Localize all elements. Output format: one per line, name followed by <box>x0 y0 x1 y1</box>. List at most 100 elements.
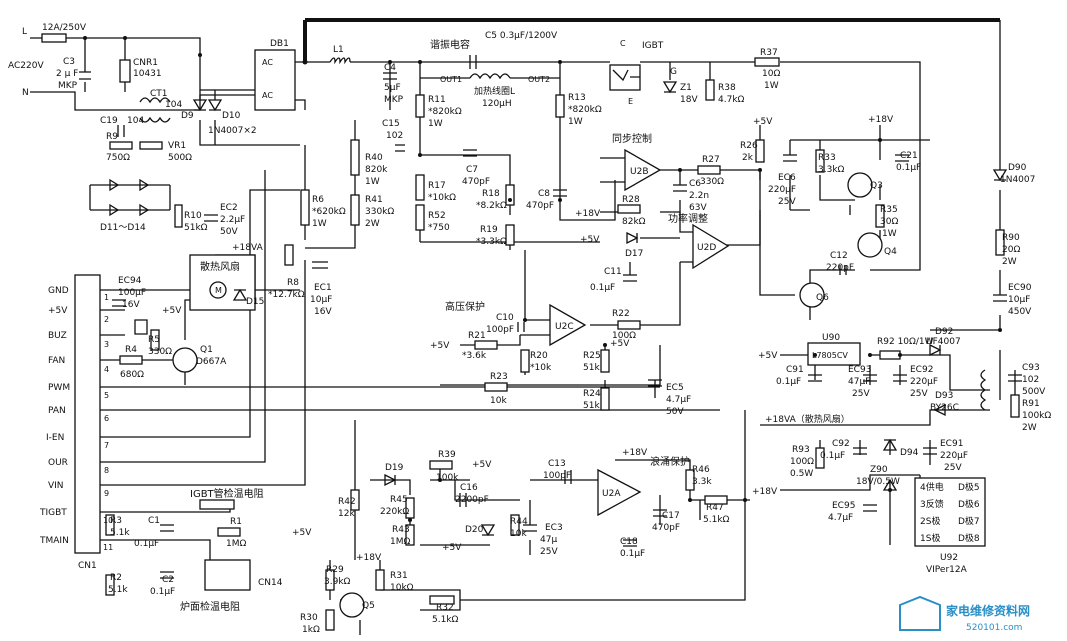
label-r19: R19 <box>480 225 498 235</box>
label-z1-value: 18V <box>680 95 698 105</box>
label-r11-value: *820kΩ <box>428 107 462 117</box>
label-r24: R24 <box>583 389 601 399</box>
resistor-r35 <box>875 204 885 228</box>
resistor-r93 <box>815 447 825 469</box>
diode-d92 <box>929 343 942 357</box>
label-ec90-value: 10μF <box>1008 295 1030 305</box>
watermark-text: 家电维修资料网 <box>946 603 1030 618</box>
transformer-ct1 <box>139 97 171 123</box>
connector-cn1 <box>74 274 101 554</box>
cn1-pin-5v: +5V <box>48 306 68 316</box>
cn1-num-4: 4 <box>104 365 109 374</box>
capacitor-ec3 <box>523 524 537 532</box>
label-r45: R45 <box>390 495 408 505</box>
resistor-r47 <box>704 495 728 505</box>
label-ec1-value: 10μF <box>310 295 332 305</box>
label-r35-power: 1W <box>882 229 897 239</box>
label-ac220v: AC220V <box>8 61 44 71</box>
diode-d90 <box>992 169 1008 182</box>
diode-d11-d14 <box>109 178 150 217</box>
label-d9: D9 <box>181 111 194 121</box>
transistor-q6 <box>799 282 825 308</box>
label-d92: D92 <box>935 327 953 337</box>
label-u92-pin2: 2S极 <box>920 515 940 527</box>
label-c6: C6 <box>689 179 701 189</box>
label-d10: D10 <box>222 111 241 121</box>
label-r23: R23 <box>490 372 508 382</box>
label-c18: C18 <box>620 537 638 547</box>
diode-d19 <box>384 473 397 487</box>
label-r27-value: 330Ω <box>700 177 724 187</box>
capacitor-c5 <box>469 55 477 69</box>
label-z90-value: 18V/0.5W <box>856 477 900 487</box>
capacitor-c17 <box>653 509 667 517</box>
label-u2d: U2D <box>697 243 716 253</box>
resistor-r92 <box>879 350 901 360</box>
label-q6: Q6 <box>816 293 829 303</box>
label-fuse: 12A/250V <box>42 23 87 33</box>
label-r90-value: 20Ω <box>1002 245 1020 255</box>
label-plus5v-f: +5V <box>162 306 182 316</box>
label-fan-rail: +18VA（散热风扇） <box>765 413 850 425</box>
label-ec93: EC93 <box>848 365 871 375</box>
resistor-r46 <box>685 469 695 491</box>
label-ec95-value: 4.7μF <box>828 513 853 523</box>
label-r25-value: 51k <box>583 363 600 373</box>
label-ec92: EC92 <box>910 365 933 375</box>
label-q3: Q3 <box>870 181 883 191</box>
label-r47: R47 <box>706 503 724 513</box>
transistor-q4 <box>857 232 883 258</box>
label-r13: R13 <box>568 93 586 103</box>
capacitor-c11 <box>623 274 637 282</box>
cn1-pin-gnd: GND <box>48 286 69 296</box>
label-r20-value: *10k <box>530 363 552 373</box>
cn1-pin-tmain: TMAIN <box>39 536 69 546</box>
label-r91: R91 <box>1022 399 1040 409</box>
label-r91-value: 100kΩ <box>1022 411 1051 421</box>
label-c13-value: 100pF <box>543 471 571 481</box>
label-c1-value: 0.1μF <box>134 539 159 549</box>
resistor-r43 <box>405 524 415 546</box>
label-r32-value: 5.1kΩ <box>432 615 459 625</box>
label-plus18v-b: +18V <box>868 115 894 125</box>
cn1-num-10: 10 <box>103 516 113 525</box>
label-ec5-value: 4.7μF <box>666 395 691 405</box>
capacitor-c19 <box>117 125 125 137</box>
label-plus5v-g: +5V <box>292 528 312 538</box>
label-c15: C15 <box>382 119 400 129</box>
power-input-labels: L N AC220V 12A/250V C3 2 μ F MKP CNR1 10… <box>8 23 289 237</box>
label-c92-value: 0.1μF <box>820 451 845 461</box>
label-d17: D17 <box>625 249 643 259</box>
label-c21: C21 <box>900 151 918 161</box>
label-ec93-value: 47μF <box>848 377 870 387</box>
label-r41-power: 2W <box>365 219 380 229</box>
label-plus5v-i: +5V <box>442 543 462 553</box>
label-sync-title: 同步控制 <box>612 132 652 145</box>
label-c7: C7 <box>466 165 478 175</box>
resistor-r26 <box>755 139 765 163</box>
label-r29-value: 3.9kΩ <box>324 577 351 587</box>
label-igbt-ntc: IGBT管检温电阻 <box>190 487 264 500</box>
junction-dots <box>83 36 1002 522</box>
label-r8-value: *12.7kΩ <box>268 290 305 300</box>
label-r10-value: 51kΩ <box>184 223 208 233</box>
opamp-u2d <box>692 223 730 270</box>
resistor-r17 <box>415 174 425 201</box>
transistor-q1 <box>172 347 198 373</box>
cn1-num-8: 8 <box>104 466 109 475</box>
resistor-r8 <box>284 244 294 266</box>
resistor-r4 <box>119 355 143 365</box>
label-r22: R22 <box>612 309 630 319</box>
label-plus18v-e: +18V <box>356 553 382 563</box>
label-c3-value: 2 μ F <box>56 69 78 79</box>
label-c92: C92 <box>832 439 850 449</box>
label-r42-value: 12k <box>338 509 355 519</box>
label-ec95: EC95 <box>832 501 855 511</box>
diode-d94 <box>882 438 898 451</box>
label-plus18v-d: +18V <box>622 448 648 458</box>
label-c12: C12 <box>830 251 848 261</box>
label-r43: R43 <box>392 525 410 535</box>
label-u2a: U2A <box>602 489 621 499</box>
cn1-num-5: 5 <box>104 391 109 400</box>
label-r38: R38 <box>718 83 736 93</box>
